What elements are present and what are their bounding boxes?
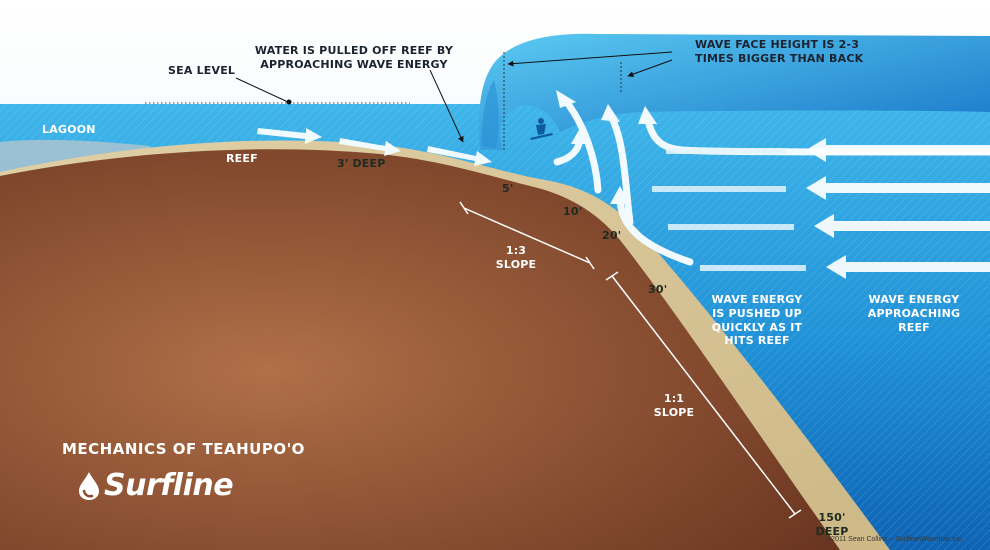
energy-pushed-line-3: QUICKLY AS IT: [711, 320, 803, 334]
depth-150ft-label: 150' DEEP: [812, 511, 852, 539]
energy-pushed-line-4: HITS REEF: [724, 334, 790, 348]
depth-10ft-label: 10': [563, 205, 583, 218]
curved-arrow-heads: [556, 90, 657, 204]
surfline-logo: Surfline: [78, 468, 234, 503]
wave-face-line-1: WAVE FACE HEIGHT IS 2-3: [695, 38, 860, 51]
wave-face-label: WAVE FACE HEIGHT IS 2-3 TIMES BIGGER THA…: [695, 38, 863, 66]
breaking-wave: [479, 33, 990, 150]
water-drop-icon: [79, 471, 99, 500]
energy-pushed-line-1: WAVE ENERGY: [711, 293, 803, 306]
water-pulled-pointer: [429, 69, 464, 143]
lower-slope-label: 1:1 SLOPE: [650, 392, 698, 420]
wave-face-pointer: [507, 51, 673, 67]
energy-approach-line-2: APPROACHING: [867, 306, 961, 320]
water-pulled-line-1: WATER IS PULLED OFF REEF BY: [254, 44, 454, 57]
energy-pushed-line-2: IS PUSHED UP: [712, 306, 802, 320]
depth-150ft-word: DEEP: [815, 524, 849, 538]
depth-30ft-label: 30': [648, 283, 668, 296]
depth-150ft-value: 150': [818, 511, 846, 524]
slope-measure-lines: [459, 201, 802, 519]
water-pulled-line-2: APPROACHING WAVE ENERGY: [260, 57, 448, 71]
diagram-title: MECHANICS OF TEAHUPO'O: [62, 440, 305, 458]
depth-20ft-label: 20': [602, 229, 622, 242]
energy-approach-line-1: WAVE ENERGY: [868, 293, 960, 306]
depth-3ft-label: 3' DEEP: [337, 157, 386, 170]
surfer-figure: [530, 118, 553, 140]
reef-label: REEF: [226, 152, 258, 165]
depth-5ft-label: 5': [502, 182, 514, 195]
wave-lip-shadow: [482, 80, 499, 148]
upper-slope-word: SLOPE: [495, 257, 537, 271]
sea-level-label: SEA LEVEL: [168, 64, 236, 77]
energy-approach-line-3: REEF: [898, 320, 930, 334]
wave-face-line-2: TIMES BIGGER THAN BACK: [695, 51, 864, 65]
reef-earth-interior: [0, 149, 840, 550]
upper-slope-label: 1:3 SLOPE: [494, 244, 538, 272]
lagoon-label: LAGOON: [42, 123, 96, 136]
lower-slope-word: SLOPE: [653, 405, 695, 419]
copyright-credit: ©2011 Sean Collins – Surfline\Wavetrak I…: [826, 536, 964, 543]
lower-slope-ratio: 1:1: [663, 392, 685, 405]
upper-slope-ratio: 1:3: [505, 244, 527, 257]
wave-back-pointer: [627, 59, 673, 77]
flow-arrows-reef: [257, 128, 492, 166]
sea-level-pointer: [235, 77, 289, 103]
brand-name: Surfline: [104, 468, 234, 503]
energy-approach-label: WAVE ENERGY APPROACHING REEF: [862, 293, 966, 334]
energy-pushed-label: WAVE ENERGY IS PUSHED UP QUICKLY AS IT H…: [707, 293, 807, 348]
approaching-energy-arrows: [652, 138, 990, 279]
water-pulled-label: WATER IS PULLED OFF REEF BY APPROACHING …: [254, 44, 454, 72]
